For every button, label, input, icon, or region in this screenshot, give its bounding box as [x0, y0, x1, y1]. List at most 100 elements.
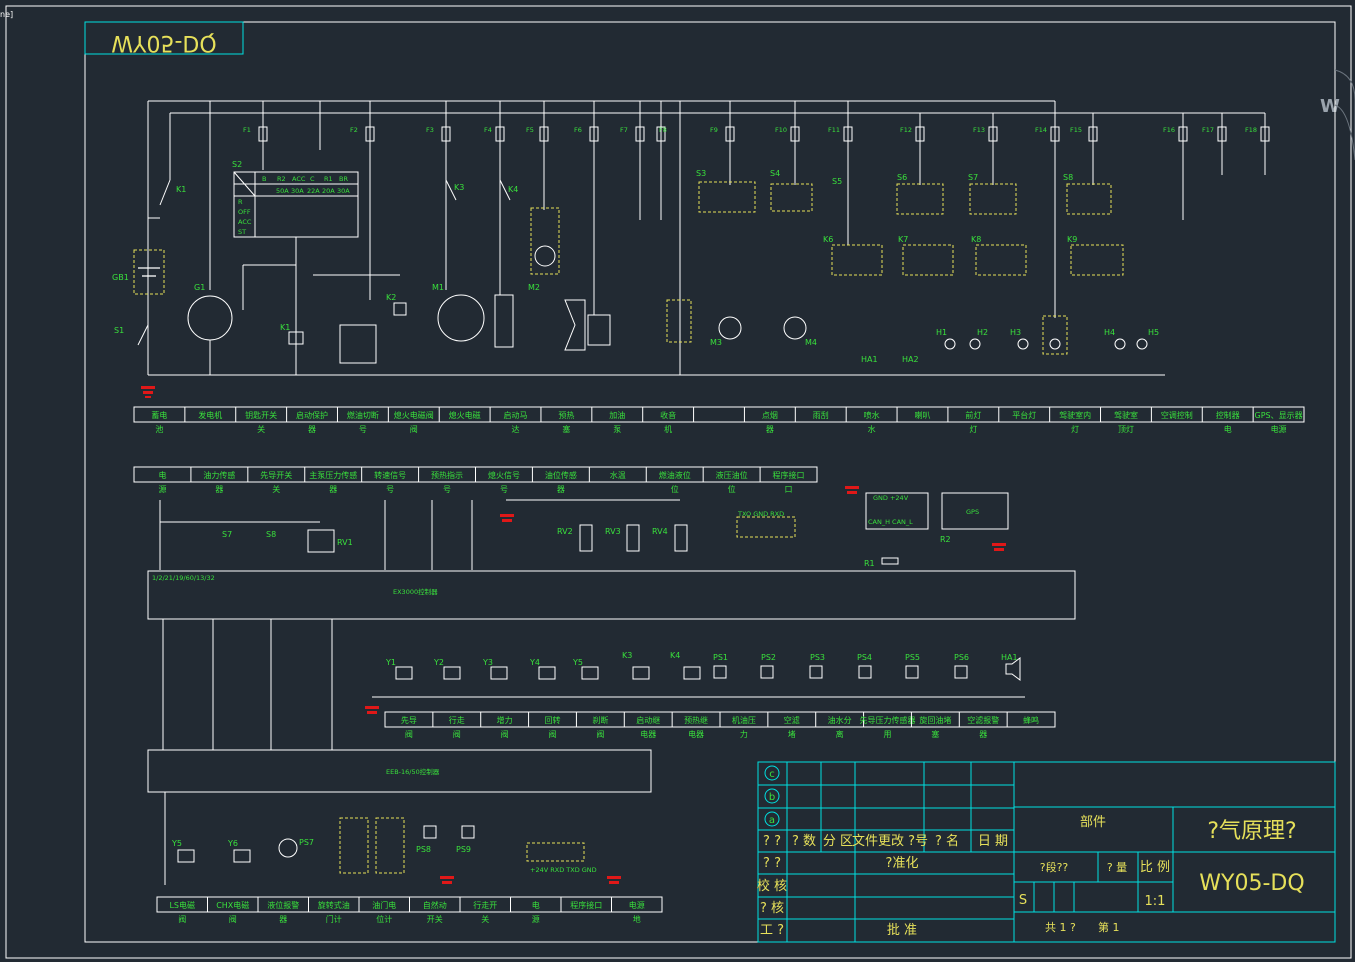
- k1b-label: K1: [280, 323, 290, 332]
- stage-label: ?段??: [1040, 860, 1069, 874]
- bottom-bar-cell-sublabel: 电器: [640, 729, 656, 739]
- bottom-bar-cell-label: 行走: [449, 715, 465, 725]
- row-process: 工 ?: [760, 923, 784, 938]
- y4-label: Y4: [529, 658, 540, 667]
- key-switch-col-c: C: [310, 175, 315, 183]
- top-bar-cell-sublabel: 阀: [410, 425, 418, 434]
- key-switch-row-r: R: [238, 198, 243, 206]
- fuse-f13-label: F13: [973, 126, 985, 134]
- fuse-f3-label: F3: [426, 126, 434, 134]
- ha1-label: HA1: [861, 355, 878, 364]
- row-designer: ? ?: [763, 856, 781, 871]
- fuse-f16-label: F16: [1163, 126, 1175, 134]
- top-bar-cell-sublabel: 池: [155, 424, 163, 434]
- lamp-h4: [1114, 338, 1126, 350]
- radio-unit: [587, 314, 611, 346]
- rv4-label: RV4: [652, 527, 668, 536]
- h5-label: H5: [1148, 328, 1159, 337]
- fuse-f18: [1260, 126, 1270, 142]
- fuse-f18-label: F18: [1245, 126, 1257, 134]
- y2-label: Y2: [433, 658, 444, 667]
- s6-label: S6: [897, 173, 907, 182]
- sheet-number: 第 1: [1098, 920, 1120, 934]
- top-bar-cell-label: 预热: [558, 410, 574, 420]
- rev-header-sign: ? 名: [935, 833, 959, 849]
- eeb-bar-cell-label: CHX电磁: [216, 900, 249, 910]
- fuse-f5: [539, 126, 549, 142]
- mid-bar-cell-sublabel: 器: [557, 485, 565, 494]
- sheet-total: 共 1 ?: [1045, 921, 1076, 934]
- valve-y5: [581, 666, 599, 680]
- sensor-rv2: [579, 524, 593, 552]
- fuse-f6: [589, 126, 599, 142]
- fuse-f11: [843, 126, 853, 142]
- row-checker: 校 核: [757, 878, 787, 894]
- valve-y6: [233, 849, 251, 863]
- rev-header-zone: 分 区: [823, 834, 853, 849]
- top-bar-cell-label: 收音: [660, 410, 676, 420]
- lamp-h1b: [969, 338, 981, 350]
- eeb-bar-cell-sublabel: 阀: [229, 915, 237, 924]
- ground-symbol-1c: [145, 396, 151, 398]
- mid-bar-cell-label: 水温: [610, 470, 626, 480]
- s8-label: S8: [1063, 173, 1073, 182]
- m4-label: M4: [805, 338, 817, 347]
- mid-bar-cell-label: 先导开关: [260, 470, 292, 480]
- horn-relay-k6: [831, 244, 883, 276]
- terminator-r1: [881, 557, 899, 565]
- fuse-f4-label: F4: [484, 126, 492, 134]
- ground-symbol-1b: [143, 391, 153, 394]
- valve-y5b: [177, 849, 195, 863]
- key-switch-col-acc: ACC: [292, 175, 306, 183]
- key-switch-row-off: OFF: [238, 208, 251, 216]
- eeb-label-bar-cells: LS电磁阀CHX电磁阀液位报警器旋转式油门计油门电位计自然动开关行走开关电源程序…: [169, 897, 645, 924]
- eeb-bar-cell-label: 油门电: [372, 900, 396, 910]
- ex3000-left-pins: 1/2/21/19/60/13/32: [152, 574, 215, 582]
- lamp-h1: [944, 338, 956, 350]
- mid-bar-cell-sublabel: 号: [386, 485, 394, 494]
- mid-bar-cell-sublabel: 关: [272, 484, 280, 494]
- buzzer-ha1b: [1005, 657, 1021, 681]
- key-table-diagonal: [233, 171, 256, 197]
- ground-symbol-5b: [367, 711, 377, 714]
- top-bar-cell-label: 熄火电磁: [449, 410, 481, 420]
- y5b-label: Y5: [171, 839, 182, 848]
- battery-gb1: [133, 249, 165, 295]
- h2-label: H2: [977, 328, 988, 337]
- s3-label: S3: [696, 169, 706, 178]
- top-bar-cell-label: 平台灯: [1012, 410, 1036, 420]
- ground-symbol-2b: [502, 519, 512, 522]
- mid-bar-cell-label: 油力传感: [203, 470, 235, 480]
- solenoid-valves: Y1 Y2 Y3 Y4 Y5 K3 K4 PS1 PS2 PS3 PS4 PS5…: [385, 651, 1021, 681]
- part-label: 部件: [1080, 815, 1106, 830]
- g1-label: G1: [194, 283, 205, 292]
- fuse-f14: [1050, 126, 1060, 142]
- eeb-bar-cell-sublabel: 位计: [376, 914, 392, 924]
- s2-label: S2: [232, 160, 242, 169]
- standardize-label: ?准化: [886, 856, 919, 871]
- fuse-f5-label: F5: [526, 126, 534, 134]
- ps3-label: PS3: [810, 653, 825, 662]
- k7-label: K7: [898, 235, 908, 244]
- top-title-box: [84, 21, 244, 55]
- rev-mark-c: c: [769, 769, 775, 780]
- rev-header-mark: ? ?: [763, 834, 781, 849]
- mid-bar-cell-label: 程序接口: [773, 470, 805, 480]
- eeb-outputs: Y5 Y6 PS7 PS8 PS9 +24V RXD TXD GND: [164, 792, 621, 885]
- pressure-switch-ps3: [809, 665, 823, 679]
- fuse-f10-label: F10: [775, 126, 787, 134]
- k4b-label: K4: [670, 651, 680, 660]
- fuse-f9: [725, 126, 735, 142]
- top-bar-cell-label: 加油: [609, 410, 625, 420]
- fuse-f1: [258, 126, 268, 142]
- light-switch-s7: [969, 183, 1017, 215]
- eeb-bar-cell-sublabel: 阀: [178, 915, 186, 924]
- fuse-f12-label: F12: [900, 126, 912, 134]
- ps7-label: PS7: [299, 838, 314, 847]
- eeb-bar-cell-label: 液位报警: [267, 900, 299, 910]
- y3-label: Y3: [482, 658, 493, 667]
- mid-bar-cell-label: 油位传感: [545, 470, 577, 480]
- fuse-f17-label: F17: [1202, 126, 1214, 134]
- fuse-f7-label: F7: [620, 126, 628, 134]
